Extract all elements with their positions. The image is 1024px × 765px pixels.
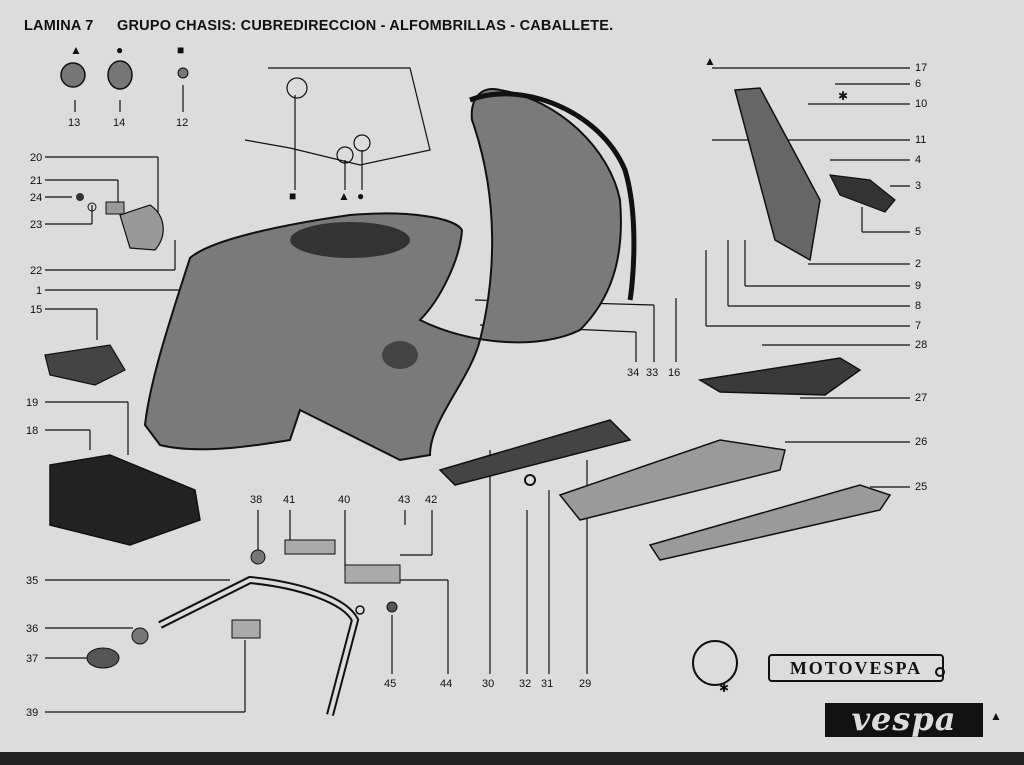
callout-21: 21 bbox=[30, 175, 43, 187]
callout-26: 26 bbox=[915, 436, 928, 448]
callout-20: 20 bbox=[30, 152, 43, 164]
callout-5: 5 bbox=[915, 226, 922, 238]
callout-16: 16 bbox=[668, 367, 681, 379]
callout-32: 32 bbox=[519, 678, 532, 690]
callout-33: 33 bbox=[646, 367, 659, 379]
triangle-icon: ▲ bbox=[990, 709, 1002, 723]
callout-45: 45 bbox=[384, 678, 397, 690]
callout-23: 23 bbox=[30, 219, 43, 231]
sheet-number: LAMINA 7 bbox=[24, 18, 94, 34]
callout-36: 36 bbox=[26, 623, 39, 635]
callout-34: 34 bbox=[627, 367, 640, 379]
callout-2: 2 bbox=[915, 258, 922, 270]
callout-44: 44 bbox=[440, 678, 453, 690]
square-icon: ■ bbox=[177, 43, 185, 57]
callout-41: 41 bbox=[283, 494, 296, 506]
callout-28: 28 bbox=[915, 339, 928, 351]
asterisk-icon: ✱ bbox=[838, 89, 849, 103]
callout-3: 3 bbox=[915, 180, 922, 192]
callout-1: 1 bbox=[36, 285, 43, 297]
callout-11: 11 bbox=[915, 134, 927, 146]
circle-icon: ● bbox=[357, 189, 365, 203]
callout-14: 14 bbox=[113, 117, 126, 129]
callout-7: 7 bbox=[915, 320, 922, 332]
callout-6: 6 bbox=[915, 78, 922, 90]
callout-10: 10 bbox=[915, 98, 928, 110]
callout-35: 35 bbox=[26, 575, 39, 587]
triangle-icon: ▲ bbox=[70, 43, 82, 57]
callout-40: 40 bbox=[338, 494, 351, 506]
triangle-icon: ▲ bbox=[704, 54, 716, 68]
callout-18: 18 bbox=[26, 425, 39, 437]
callout-37: 37 bbox=[26, 653, 39, 665]
callout-25: 25 bbox=[915, 481, 928, 493]
callout-29: 29 bbox=[579, 678, 592, 690]
callout-15: 15 bbox=[30, 304, 43, 316]
callout-43: 43 bbox=[398, 494, 411, 506]
callout-13: 13 bbox=[68, 117, 81, 129]
page-title: GRUPO CHASIS: CUBREDIRECCION - ALFOMBRIL… bbox=[117, 18, 614, 34]
motovespa-logo: MOTOVESPA bbox=[768, 654, 944, 682]
callout-42: 42 bbox=[425, 494, 438, 506]
callout-38: 38 bbox=[250, 494, 263, 506]
triangle-icon: ▲ bbox=[338, 189, 350, 203]
callout-39: 39 bbox=[26, 707, 39, 719]
callout-30: 30 bbox=[482, 678, 495, 690]
square-icon: ■ bbox=[289, 189, 297, 203]
callout-8: 8 bbox=[915, 300, 922, 312]
callout-9: 9 bbox=[915, 280, 922, 292]
scan-edge bbox=[0, 752, 1024, 765]
callout-22: 22 bbox=[30, 265, 43, 277]
callout-17: 17 bbox=[915, 62, 928, 74]
vespa-logo: vespa bbox=[825, 703, 983, 737]
asterisk-icon: ✱ bbox=[719, 681, 730, 695]
circle-icon: ● bbox=[116, 43, 124, 57]
callout-19: 19 bbox=[26, 397, 39, 409]
callout-24: 24 bbox=[30, 192, 43, 204]
callout-4: 4 bbox=[915, 154, 922, 166]
callout-27: 27 bbox=[915, 392, 928, 404]
callout-31: 31 bbox=[541, 678, 554, 690]
callout-12: 12 bbox=[176, 117, 189, 129]
